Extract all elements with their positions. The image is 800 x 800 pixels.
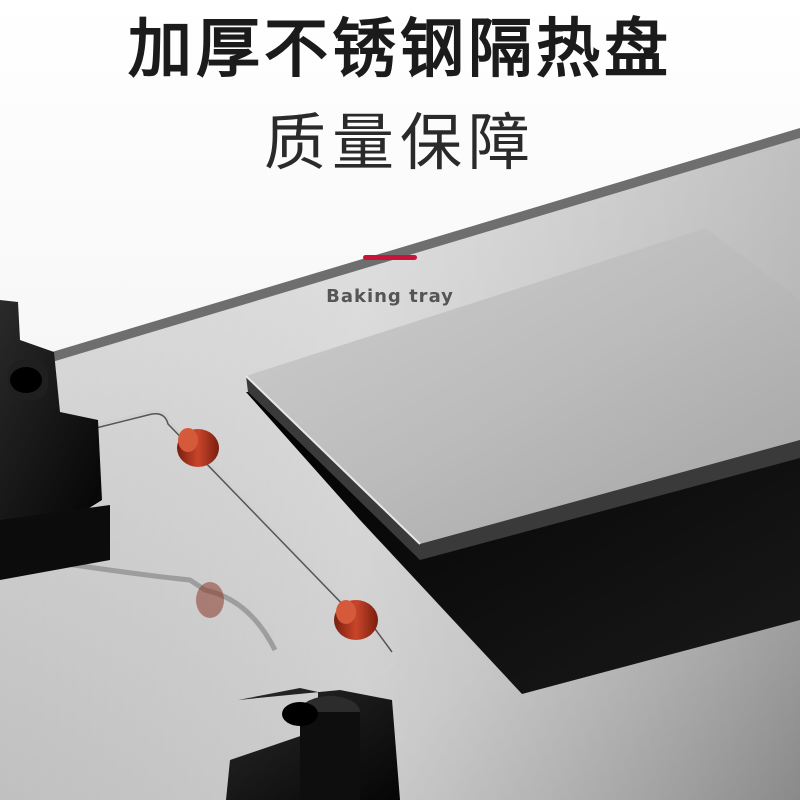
insulation-plate-edge-highlight	[245, 375, 421, 545]
page-title: 加厚不锈钢隔热盘	[128, 13, 672, 87]
page-subtitle: 质量保障	[263, 106, 536, 179]
knob-body	[300, 712, 360, 800]
handle-reflection	[39, 557, 278, 652]
left-bracket	[0, 300, 110, 580]
insulation-plate-side	[246, 376, 800, 560]
insulation-plate	[246, 228, 800, 544]
product-caption: Baking tray	[326, 286, 454, 307]
silicone-roller-1	[177, 428, 219, 467]
roller-reflection	[196, 582, 224, 618]
accent-divider	[363, 255, 417, 260]
bottom-bracket	[226, 688, 400, 800]
silicone-roller-2	[334, 600, 378, 640]
tray-back-edge	[52, 128, 800, 364]
